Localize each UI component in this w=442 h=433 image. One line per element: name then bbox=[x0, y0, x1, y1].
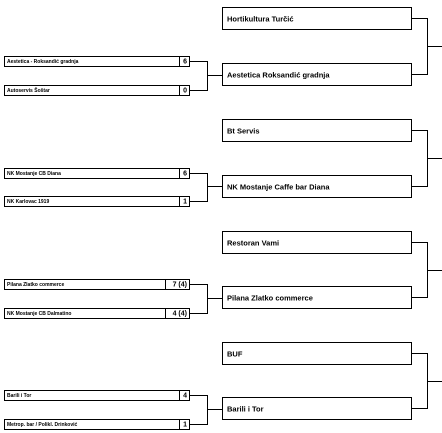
team-name: NK Mostanje CB Diana bbox=[7, 170, 61, 177]
team-name: Barili i Tor bbox=[227, 404, 264, 413]
match-4-team-2: Metrop. bar / Polikl. Drinković 1 bbox=[4, 419, 190, 430]
score-divider bbox=[179, 197, 180, 206]
connector bbox=[412, 353, 428, 354]
connector bbox=[207, 395, 208, 425]
team-score: 4 (4) bbox=[172, 310, 187, 317]
team-score: 0 bbox=[183, 87, 187, 94]
team-score: 4 bbox=[183, 392, 187, 399]
team-name: Barili i Tor bbox=[7, 392, 32, 399]
connector bbox=[427, 381, 442, 382]
connector bbox=[190, 173, 208, 174]
round-2-match-4-seed: BUF bbox=[222, 342, 412, 365]
round-2-match-4-winner: Barili i Tor bbox=[222, 397, 412, 420]
team-name: Bt Servis bbox=[227, 126, 260, 135]
team-score: 6 bbox=[183, 58, 187, 65]
team-name: Pilana Zlatko commerce bbox=[7, 281, 65, 288]
connector bbox=[190, 313, 208, 314]
team-name: Autoservis Šoštar bbox=[7, 87, 50, 94]
connector bbox=[427, 46, 442, 47]
score-divider bbox=[179, 391, 180, 400]
round-2-match-3-winner: Pilana Zlatko commerce bbox=[222, 286, 412, 309]
team-name: Pilana Zlatko commerce bbox=[227, 293, 313, 302]
connector bbox=[412, 130, 428, 131]
connector bbox=[190, 395, 208, 396]
connector bbox=[412, 242, 428, 243]
connector bbox=[190, 201, 208, 202]
connector bbox=[412, 297, 428, 298]
score-divider bbox=[165, 280, 166, 289]
team-name: Hortikultura Turčić bbox=[227, 14, 294, 23]
score-divider bbox=[179, 169, 180, 178]
connector bbox=[207, 61, 208, 91]
team-score: 7 (4) bbox=[172, 281, 187, 288]
connector bbox=[207, 284, 208, 314]
team-name: BUF bbox=[227, 349, 243, 358]
team-score: 1 bbox=[183, 421, 187, 428]
team-name: Restoran Vami bbox=[227, 238, 280, 247]
match-2-team-1: NK Mostanje CB Diana 6 bbox=[4, 168, 190, 179]
score-divider bbox=[179, 57, 180, 66]
match-1-team-2: Autoservis Šoštar 0 bbox=[4, 85, 190, 96]
score-divider bbox=[179, 86, 180, 95]
match-2-team-2: NK Karlovac 1919 1 bbox=[4, 196, 190, 207]
connector bbox=[412, 408, 428, 409]
connector bbox=[412, 74, 428, 75]
team-name: NK Karlovac 1919 bbox=[7, 198, 50, 205]
match-3-team-1: Pilana Zlatko commerce 7 (4) bbox=[4, 279, 190, 290]
team-name: Metrop. bar / Polikl. Drinković bbox=[7, 421, 78, 428]
round-2-match-3-seed: Restoran Vami bbox=[222, 231, 412, 254]
connector bbox=[190, 90, 208, 91]
team-name: Aestetica - Roksandić gradnja bbox=[7, 58, 79, 65]
match-4-team-1: Barili i Tor 4 bbox=[4, 390, 190, 401]
score-divider bbox=[165, 309, 166, 318]
round-2-match-1-seed: Hortikultura Turčić bbox=[222, 7, 412, 30]
connector bbox=[427, 270, 442, 271]
team-score: 6 bbox=[183, 170, 187, 177]
team-name: NK Mostanje CB Dalmatino bbox=[7, 310, 72, 317]
match-3-team-2: NK Mostanje CB Dalmatino 4 (4) bbox=[4, 308, 190, 319]
team-name: Aestetica Roksandić gradnja bbox=[227, 70, 330, 79]
connector bbox=[427, 158, 442, 159]
team-score: 1 bbox=[183, 198, 187, 205]
connector bbox=[190, 424, 208, 425]
connector bbox=[207, 409, 222, 410]
connector bbox=[207, 173, 208, 202]
connector bbox=[190, 61, 208, 62]
connector bbox=[190, 284, 208, 285]
connector bbox=[412, 186, 428, 187]
score-divider bbox=[179, 420, 180, 429]
round-2-match-1-winner: Aestetica Roksandić gradnja bbox=[222, 63, 412, 86]
connector bbox=[412, 18, 428, 19]
connector bbox=[207, 186, 222, 187]
match-1-team-1: Aestetica - Roksandić gradnja 6 bbox=[4, 56, 190, 67]
round-2-match-2-winner: NK Mostanje Caffe bar Diana bbox=[222, 175, 412, 198]
connector bbox=[207, 298, 222, 299]
connector bbox=[207, 75, 222, 76]
round-2-match-2-seed: Bt Servis bbox=[222, 119, 412, 142]
team-name: NK Mostanje Caffe bar Diana bbox=[227, 182, 330, 191]
